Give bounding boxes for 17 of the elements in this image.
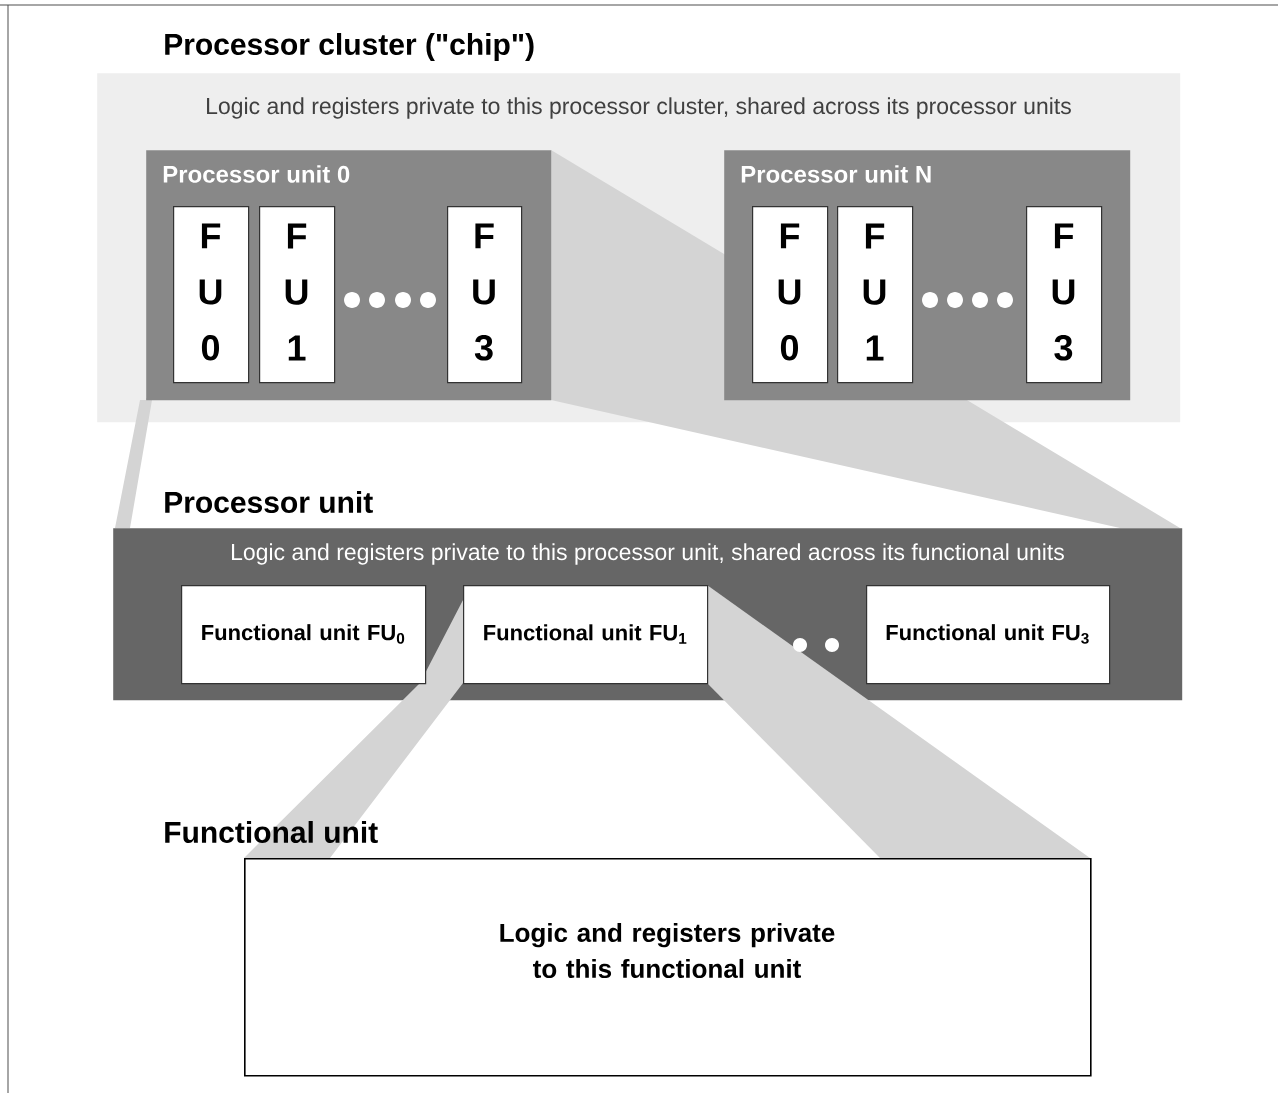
heading: Functional unit <box>165 821 378 843</box>
box-text: Logic and registers private to this processor unit, shared across its functional units <box>232 543 1064 565</box>
unit-box: Functional unit FU$_{3}$ <box>866 585 1111 685</box>
unit-box: F U 0 <box>173 206 250 384</box>
unit-box: F U 3 <box>1026 206 1103 384</box>
unit-box: F U 3 <box>447 206 523 384</box>
unit-box: F U 1 <box>259 206 336 384</box>
unit-box: F U 1 <box>837 206 914 384</box>
box-text: Logic and registers private to this processor cluster, shared across its processor units <box>207 97 1071 119</box>
box-label: Processor unit 0 <box>163 165 350 183</box>
unit-box: F U 0 <box>752 206 829 384</box>
unit-box: Functional unit FU$_{1}$ <box>463 585 709 685</box>
box-text: Logic and registers private to this functional unit <box>500 922 835 979</box>
heading: Processor cluster ("chip") <box>165 33 534 61</box>
unit-box: Functional unit FU$_{0}$ <box>181 585 427 685</box>
heading: Processor unit <box>165 491 373 513</box>
box-label: Processor unit N <box>741 165 931 183</box>
